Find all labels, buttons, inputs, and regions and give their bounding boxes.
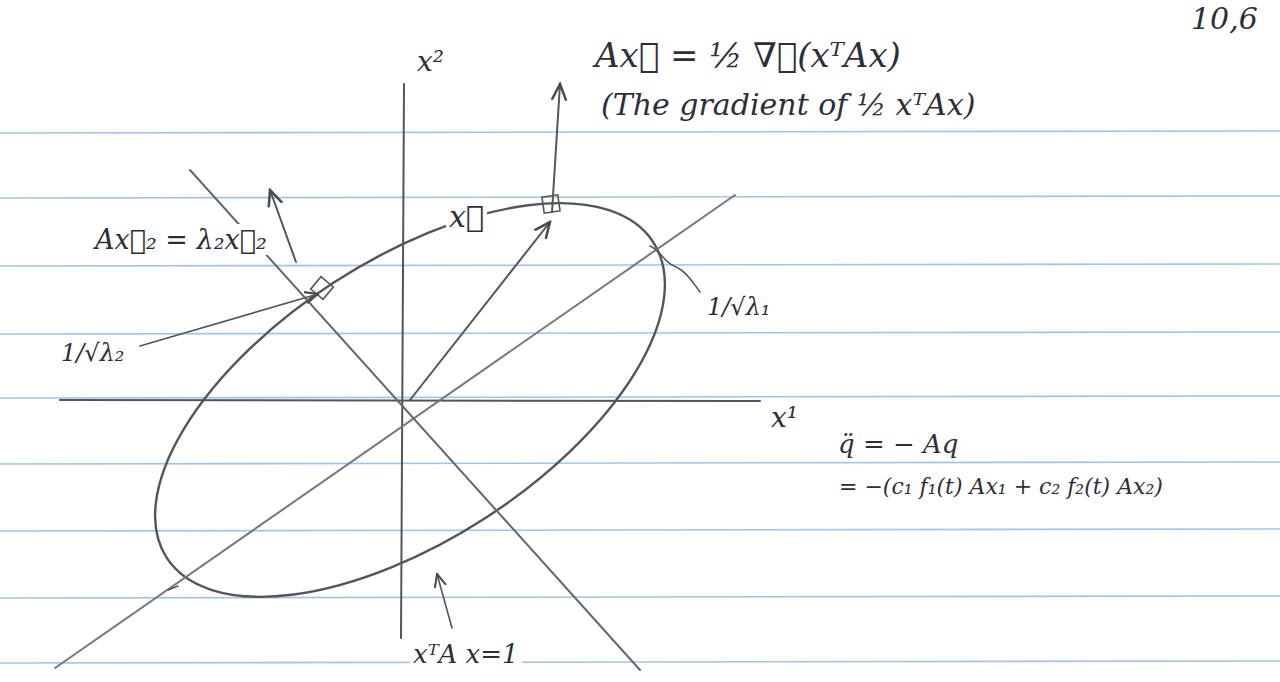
level-ellipse xyxy=(91,125,730,676)
gradient-note: (The gradient of ½ xᵀAx) xyxy=(598,88,978,123)
major-axis xyxy=(55,195,735,668)
semi-axis-length: 1/√λ₁ xyxy=(704,294,773,322)
gradient-arrow xyxy=(552,84,560,212)
right-angle-mark xyxy=(542,195,560,213)
axis-label: x² xyxy=(414,46,447,78)
motion-equation: = −(c₁ f₁(t) Ax₁ + c₂ f₂(t) Ax₂) xyxy=(836,474,1166,499)
tick-mark xyxy=(168,586,178,590)
ellipse-equation: xᵀA x=1 xyxy=(410,640,522,670)
leader-line xyxy=(140,294,318,346)
vector-label: x⃗ xyxy=(446,200,487,235)
x-vector xyxy=(410,222,550,400)
x2-axis xyxy=(401,84,404,638)
leader-line xyxy=(650,246,700,292)
semi-axis-length: 1/√λ₂ xyxy=(58,340,127,368)
gradient-equation: Ax⃗ = ½ ∇⃗(xᵀAx) xyxy=(592,36,904,75)
ruled-lines xyxy=(0,131,1280,663)
eigenvector-arrow xyxy=(270,190,296,262)
motion-equation: q̈ = − Aq xyxy=(835,430,961,460)
axis-label: x¹ xyxy=(768,402,801,434)
eigen-equation: Ax⃗₂ = λ₂x⃗₂ xyxy=(92,224,270,255)
leader-line xyxy=(437,574,452,628)
page-number: 10,6 xyxy=(1188,2,1261,37)
